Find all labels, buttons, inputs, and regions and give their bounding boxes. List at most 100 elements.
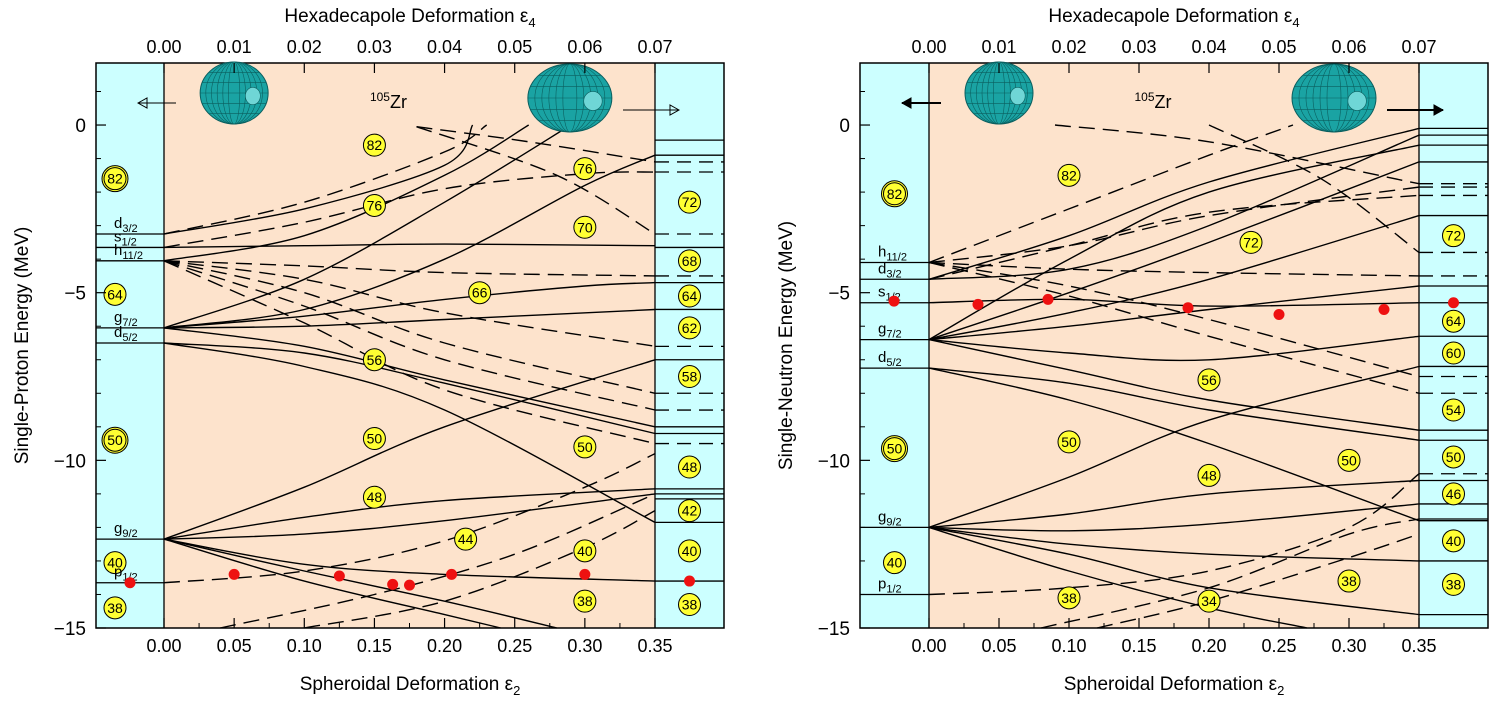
magic-circle — [883, 182, 906, 206]
state-marker — [228, 568, 240, 580]
magic-circle — [468, 281, 492, 305]
magic-number: 76 — [573, 157, 597, 181]
magic-circle — [573, 589, 597, 613]
magic-number: 56 — [1197, 368, 1221, 392]
state-marker — [387, 578, 399, 590]
magic-number: 44 — [454, 527, 478, 551]
spherical-nucleus-icon — [199, 61, 269, 125]
level-curve — [928, 161, 1420, 341]
level-curve — [163, 260, 656, 394]
orbital-letter: d — [114, 215, 122, 232]
magic-label: 48 — [682, 459, 698, 475]
level-curve — [928, 367, 1420, 522]
orbital-subscript: 1/2 — [886, 583, 901, 595]
x-tick-label: 0.05 — [217, 636, 252, 656]
magic-circle — [1442, 224, 1465, 248]
magic-circle — [1337, 448, 1361, 472]
state-marker — [972, 298, 984, 310]
y-tick-label: −15 — [818, 619, 850, 640]
level-curve — [163, 342, 656, 435]
magic-label: 82 — [1061, 167, 1077, 183]
nucleus-pole — [1009, 87, 1026, 105]
level-curve — [219, 493, 656, 629]
orbital-subscript: 5/2 — [886, 357, 901, 369]
magic-number: 50 — [362, 427, 386, 451]
top-tick-label: 0.03 — [357, 37, 392, 57]
x-axis-title: Spheroidal Deformation ε2 — [1064, 674, 1285, 698]
magic-circle — [883, 437, 906, 461]
y-tick-label: −15 — [54, 619, 86, 640]
top-tick-label: 0.04 — [427, 37, 462, 57]
orbital-letter: g — [878, 321, 886, 338]
x-tick-label: 0.20 — [427, 636, 462, 656]
orbital-subscript: 3/2 — [122, 223, 137, 235]
magic-circle — [573, 435, 597, 459]
magic-circle — [573, 157, 597, 181]
level-curve — [163, 260, 656, 411]
magic-number: 46 — [1442, 482, 1465, 506]
magic-label: 70 — [577, 219, 593, 235]
level-curve — [928, 124, 1294, 264]
level-curve — [163, 124, 474, 235]
magic-label: 44 — [458, 531, 474, 547]
magic-label: 68 — [682, 253, 698, 269]
magic-circle — [1442, 482, 1465, 506]
level-curve — [928, 526, 1420, 562]
magic-number: 82 — [1057, 163, 1081, 187]
level-curve — [163, 171, 656, 249]
magic-label: 64 — [107, 286, 123, 302]
orbital-subscript: 9/2 — [886, 516, 901, 528]
orbital-subscript: 5/2 — [122, 332, 137, 344]
magic-number: 58 — [678, 365, 701, 389]
magic-circle — [573, 539, 597, 563]
orbital-letter: s — [114, 228, 122, 245]
x-axis-title-text: Spheroidal Deformation ε — [300, 674, 514, 695]
level-curve — [928, 367, 1420, 441]
magic-label: 40 — [577, 543, 593, 559]
magic-circle — [678, 365, 701, 389]
magic-number: 50 — [101, 426, 129, 454]
magic-number: 50 — [1057, 430, 1081, 454]
magic-label: 40 — [1446, 533, 1462, 549]
magic-number: 50 — [1337, 448, 1361, 472]
orbital-label: g9/2 — [878, 508, 902, 528]
magic-circle — [1442, 445, 1465, 469]
magic-number: 82 — [362, 133, 386, 157]
magic-label: 56 — [1201, 372, 1217, 388]
magic-label: 50 — [887, 441, 903, 457]
orbital-subscript: 7/2 — [122, 317, 137, 329]
magic-number: 40 — [678, 539, 701, 563]
x-axis-title-text: Spheroidal Deformation ε — [1064, 674, 1278, 695]
magic-label: 38 — [1446, 576, 1462, 592]
magic-number: 62 — [678, 316, 701, 340]
magic-label: 56 — [367, 352, 383, 368]
top-tick-label: 0.01 — [981, 37, 1016, 57]
x-axis-title-sub: 2 — [1277, 683, 1284, 698]
magic-number: 50 — [573, 435, 597, 459]
orbital-label: d3/2 — [114, 215, 138, 235]
magic-label: 42 — [682, 503, 698, 519]
magic-circle — [883, 551, 906, 575]
top-tick-label: 0.07 — [1401, 37, 1436, 57]
y-tick-label: −10 — [54, 451, 86, 472]
top-axis-title-text: Hexadecapole Deformation ε — [1048, 6, 1293, 27]
magic-circle — [362, 427, 386, 451]
orbital-letter: h — [878, 244, 886, 261]
magic-circle — [103, 551, 127, 575]
magic-label: 38 — [577, 593, 593, 609]
magic-number: 66 — [468, 281, 492, 305]
y-axis-title: Single-Neutron Energy (MeV) — [776, 221, 797, 470]
level-curve — [416, 126, 656, 235]
level-curve — [163, 243, 656, 249]
top-tick-label: 0.02 — [1051, 37, 1086, 57]
y-tick-label: 0 — [75, 116, 86, 137]
orbital-letter: g — [878, 508, 886, 525]
state-marker — [333, 570, 345, 582]
orbital-label: d3/2 — [878, 260, 902, 280]
level-curve — [163, 359, 656, 540]
orbital-subscript: 11/2 — [886, 252, 907, 264]
magic-number: 72 — [1442, 224, 1465, 248]
magic-label: 60 — [1446, 345, 1462, 361]
level-curve — [928, 338, 1420, 431]
